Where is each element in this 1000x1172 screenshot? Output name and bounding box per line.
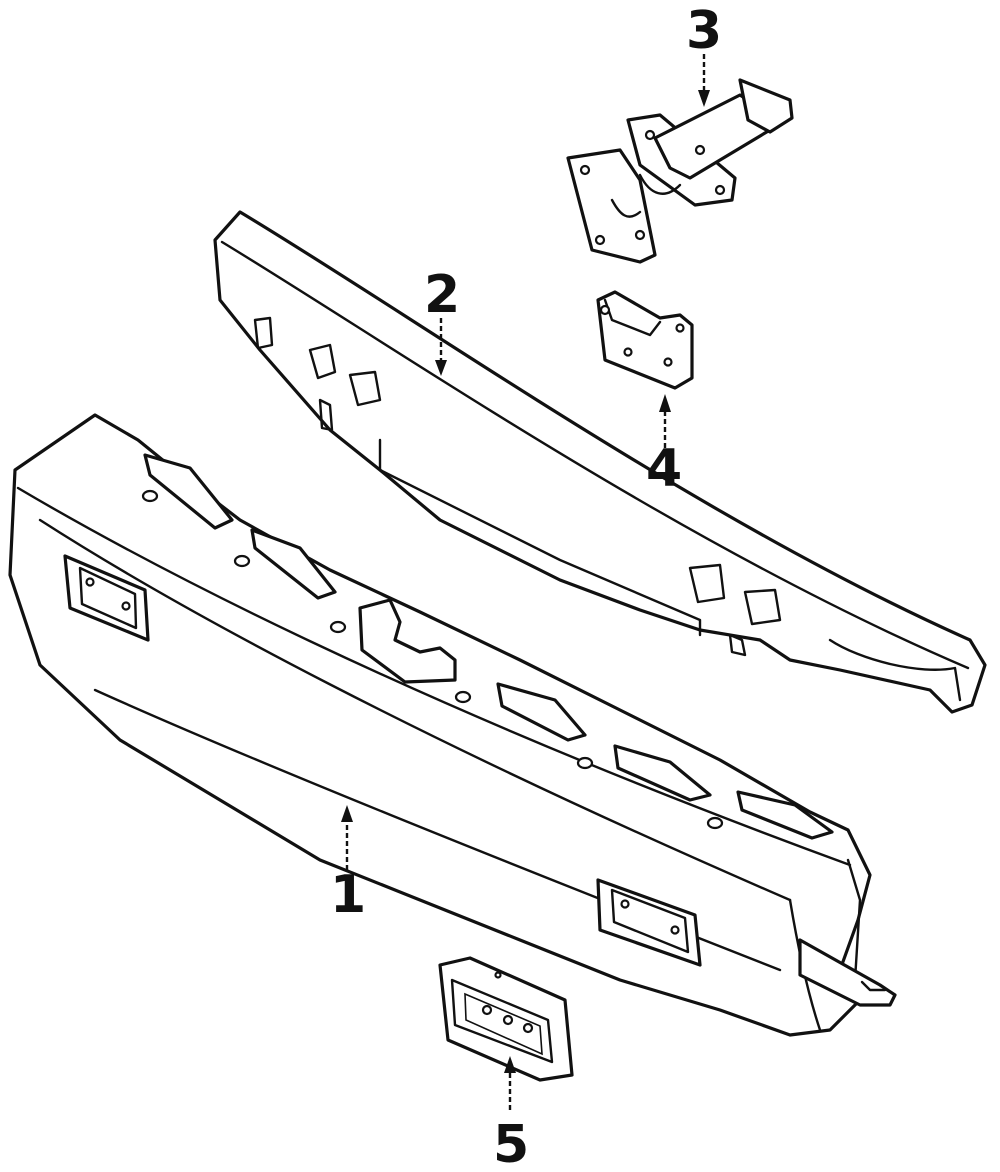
callout-2: 2: [424, 265, 460, 325]
leader-5: [504, 1056, 516, 1110]
leader-1: [341, 805, 353, 870]
part-4-bracket: [596, 290, 694, 390]
leader-2: [435, 318, 447, 376]
part-5-license-lamp: [438, 956, 574, 1082]
callout-3: 3: [686, 1, 722, 61]
part-3-isolator: [566, 78, 794, 264]
leader-4: [659, 394, 671, 448]
part-2-absorber: [213, 210, 987, 714]
callout-4: 4: [646, 439, 682, 499]
callout-5: 5: [493, 1115, 529, 1172]
callout-1: 1: [330, 865, 366, 925]
leader-3: [698, 54, 710, 107]
part-1-face-bar: [8, 413, 897, 1037]
